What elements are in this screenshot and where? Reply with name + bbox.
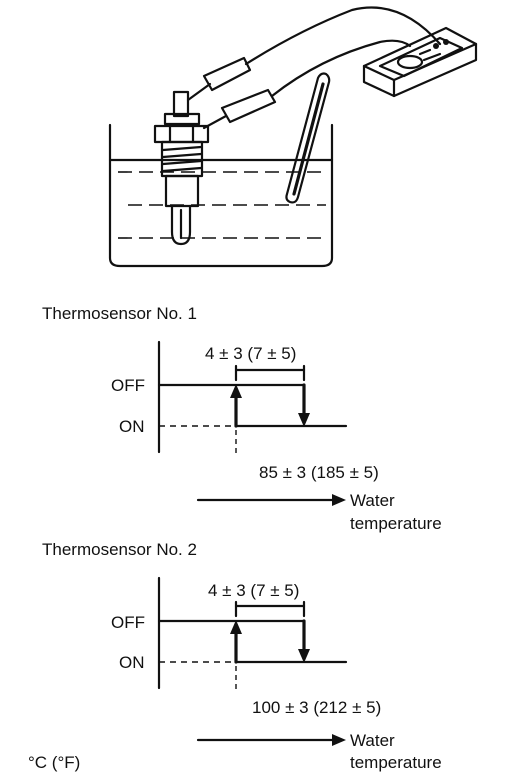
sensor1-hysteresis-label: 4 ± 3 (7 ± 5) — [205, 344, 296, 363]
test-setup-illustration — [108, 6, 478, 268]
sensor1-axis-label-2: temperature — [350, 514, 442, 533]
test-leads — [186, 6, 442, 130]
thermometer — [285, 72, 331, 204]
sensor1-on-label: ON — [119, 417, 145, 436]
ohmmeter — [362, 26, 478, 98]
sensor2-title: Thermosensor No. 2 — [42, 540, 197, 559]
sensor2-temp-arrowhead — [332, 734, 346, 746]
sensor2-hysteresis-label: 4 ± 3 (7 ± 5) — [208, 581, 299, 600]
sensor2-axis-label-1: Water — [350, 731, 395, 750]
sensor1-chart: Thermosensor No. 1 4 ± 3 (7 ± 5) OFF ON … — [42, 304, 442, 533]
sensor2-off-label: OFF — [111, 613, 145, 632]
sensor2-on-label: ON — [119, 653, 145, 672]
sensor2-setpoint-label: 100 ± 3 (212 ± 5) — [252, 698, 381, 717]
sensor1-setpoint-label: 85 ± 3 (185 ± 5) — [259, 463, 379, 482]
units-label: °C (°F) — [28, 753, 80, 772]
sensor1-down-arrowhead — [298, 413, 310, 427]
sensor2-down-arrowhead — [298, 649, 310, 663]
thermosensor — [153, 90, 210, 246]
sensor1-off-label: OFF — [111, 376, 145, 395]
sensor1-axis-label-1: Water — [350, 491, 395, 510]
sensor1-title: Thermosensor No. 1 — [42, 304, 197, 323]
sensor2-up-arrowhead — [230, 620, 242, 634]
sensor1-temp-arrowhead — [332, 494, 346, 506]
sensor2-axis-label-2: temperature — [350, 753, 442, 772]
sensor2-chart: Thermosensor No. 2 4 ± 3 (7 ± 5) OFF ON … — [42, 540, 442, 772]
sensor1-up-arrowhead — [230, 384, 242, 398]
